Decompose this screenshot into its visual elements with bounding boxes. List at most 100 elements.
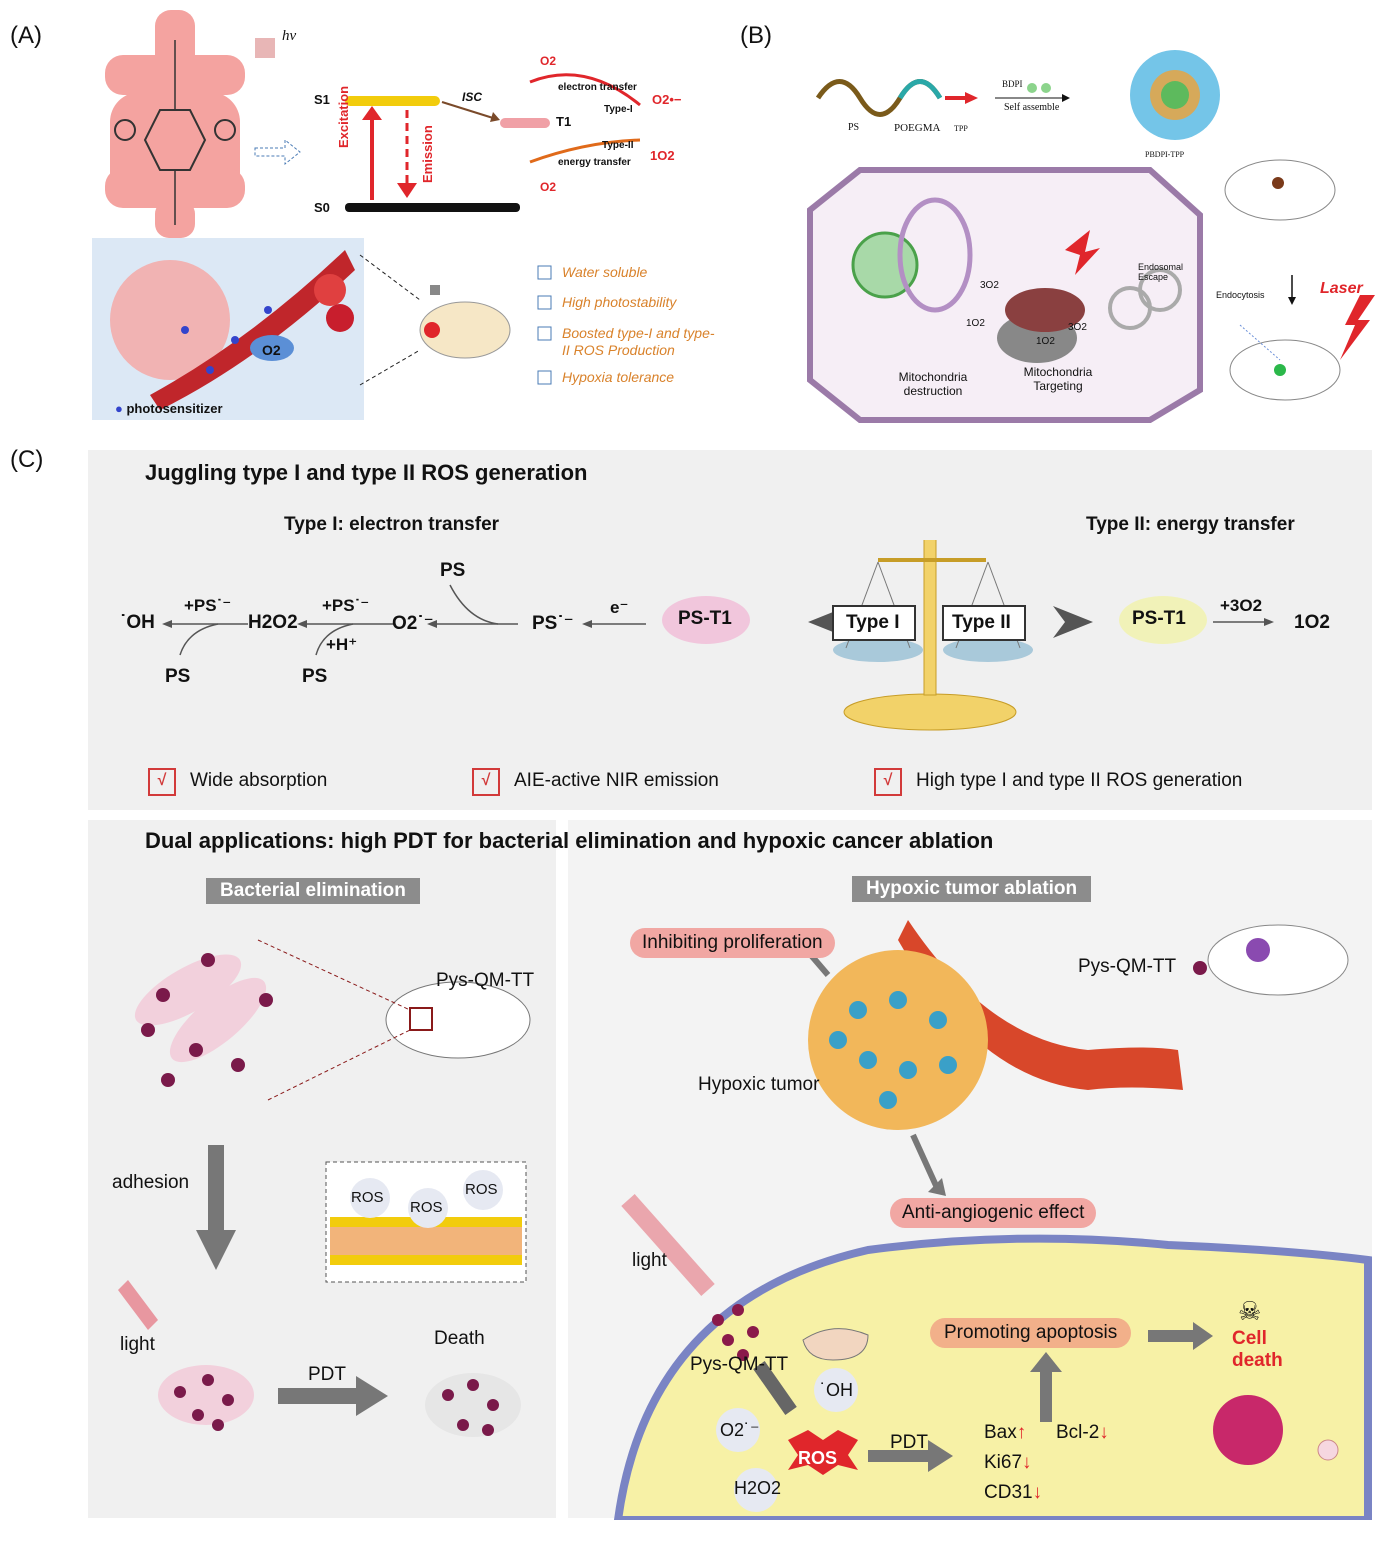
light-icon (255, 38, 275, 58)
tumor-oh-label: ˙OH (820, 1380, 853, 1400)
o2-top-label: O2 (540, 54, 557, 68)
o2-bubble-label: O2 (262, 342, 281, 358)
ros-title: Juggling type I and type II ROS generati… (145, 460, 588, 485)
dual-title: Dual applications: high PDT for bacteria… (145, 828, 994, 853)
check-aie: √ (472, 768, 500, 796)
tumor-mass (808, 950, 988, 1130)
feature-water-soluble: Water soluble (562, 264, 648, 280)
bacterial-pdt-label: PDT (308, 1364, 346, 1385)
death-label: Death (434, 1328, 485, 1349)
ps-label: PS (848, 122, 860, 133)
pst1-left-label: PS-T1 (678, 608, 732, 629)
tpp-label: TPP (954, 124, 968, 133)
laser-bolt-icon (1065, 230, 1100, 275)
plus-ps-2-label: +PS˙⁻ (322, 596, 370, 615)
superoxide-label: O2•− (652, 92, 682, 107)
feature-photostability: High photostability (562, 294, 677, 310)
bax-label: Bax↑ (984, 1422, 1027, 1443)
pst1-right-bubble (1119, 596, 1207, 644)
o2-label-2: 1O2 (966, 318, 985, 329)
electron-label: e⁻ (610, 598, 629, 617)
check-wide-absorption: √ (148, 768, 176, 796)
scale-type2-label: Type II (952, 612, 1011, 633)
excitation-label: Excitation (336, 85, 351, 148)
check-ros: √ (874, 768, 902, 796)
bacterial-pys-label: Pys-QM-TT (436, 970, 535, 991)
anti-angiogenic-pill: Anti-angiogenic effect (890, 1198, 1097, 1228)
ros-scheme-art (162, 540, 1274, 731)
singlet-oxygen-label: 1O2 (650, 148, 675, 163)
plus-ps-1-label: +PS˙⁻ (184, 596, 232, 615)
ps-bottom-2-label: PS (302, 666, 328, 687)
energy-transfer-label: energy transfer (558, 157, 631, 168)
mito-targeting-label: Mitochondria Targeting (1023, 365, 1093, 393)
tumor-tag: Hypoxic tumor ablation (852, 876, 1092, 902)
type2-heading: Type II: energy transfer (1086, 514, 1295, 535)
hydroxyl-label: ˙OH (120, 612, 155, 633)
o2-bottom-label: O2 (540, 180, 557, 194)
bcl2-label: Bcl-2↓ (1056, 1422, 1109, 1443)
laser-label: Laser (1320, 280, 1363, 297)
feature-ros-production: Boosted type-I and type-II ROS Productio… (562, 325, 715, 358)
panel-a-art (92, 10, 641, 420)
type-i-label: Type-I (604, 104, 633, 115)
ros-bubble-1: ROS (351, 1189, 384, 1206)
o2-label-1: 3O2 (980, 280, 999, 291)
emission-label: Emission (420, 125, 435, 183)
plus-3o2-label: +3O2 (1220, 596, 1263, 615)
ki67-label: Ki67↓ (984, 1452, 1032, 1473)
tumor-o2-label: O2˙⁻ (720, 1420, 760, 1440)
feature-checkboxes (537, 265, 552, 385)
bacterial-tag: Bacterial elimination (206, 878, 420, 904)
s0-level (345, 203, 520, 212)
check-label-3: High type I and type II ROS generation (916, 770, 1243, 791)
check-label-1: Wide absorption (190, 770, 328, 791)
cd31-label: CD31↓ (984, 1482, 1043, 1503)
panel-a-letter: (A) (10, 22, 42, 49)
adhesion-label: adhesion (112, 1172, 190, 1193)
type-ii-label: Type-II (602, 140, 634, 151)
o2-label-4: 1O2 (1036, 336, 1055, 347)
isc-label: ISC (462, 90, 483, 104)
photosensitizer-legend: ● photosensitizer (115, 401, 223, 416)
pbdpi-tpp-label: PBDPI-TPP (1145, 150, 1185, 159)
t1-label: T1 (556, 114, 572, 129)
balance-scale-icon (832, 540, 1033, 731)
skull-icon: ☠ (1238, 1296, 1262, 1326)
self-assemble-label: Self assemble (1004, 102, 1060, 113)
tumor-pdt-label: PDT (890, 1432, 928, 1453)
tumor-ros-label: ROS (798, 1448, 838, 1468)
electron-transfer-label: electron transfer (558, 82, 637, 93)
bacterial-art (118, 939, 531, 1437)
inhibiting-proliferation-pill: Inhibiting proliferation (630, 928, 835, 958)
endocytosis-label: Endocytosis (1216, 290, 1265, 300)
mito-destruction-label: Mitochondria destruction (898, 370, 968, 398)
pst1-left-bubble (662, 596, 750, 644)
tumor-light-label: light (632, 1250, 667, 1271)
ps-radical-label: PS˙⁻ (532, 613, 574, 634)
s0-label: S0 (314, 200, 330, 215)
ps-top-label: PS (440, 560, 466, 581)
superoxide-c-label: O2˙⁻ (392, 613, 434, 634)
hypoxic-tumor-label: Hypoxic tumor (698, 1074, 820, 1095)
bdpi-label: BDPI (1002, 79, 1023, 89)
ps-bottom-1-label: PS (165, 666, 191, 687)
hv-label: hv (282, 28, 297, 44)
endosomal-escape-label: Endosomal Escape (1138, 262, 1184, 282)
promoting-apoptosis-pill: Promoting apoptosis (930, 1318, 1132, 1348)
type1-heading: Type I: electron transfer (284, 514, 500, 535)
ros-bubble-3: ROS (465, 1181, 498, 1198)
porphyrin-molecule (105, 10, 245, 238)
bacterial-light-label: light (120, 1334, 155, 1355)
tumor-pys-label: Pys-QM-TT (1078, 956, 1177, 977)
t1-level (500, 118, 550, 128)
pst1-right-label: PS-T1 (1132, 608, 1186, 629)
h2o2-label: H2O2 (248, 612, 298, 633)
scale-type1-label: Type I (846, 612, 900, 633)
feature-hypoxia: Hypoxia tolerance (562, 369, 675, 385)
s1-level (345, 96, 440, 106)
tumor-pys2-label: Pys-QM-TT (690, 1354, 789, 1375)
plus-h-label: +H⁺ (326, 635, 358, 654)
dashed-arrow-icon (254, 138, 301, 166)
